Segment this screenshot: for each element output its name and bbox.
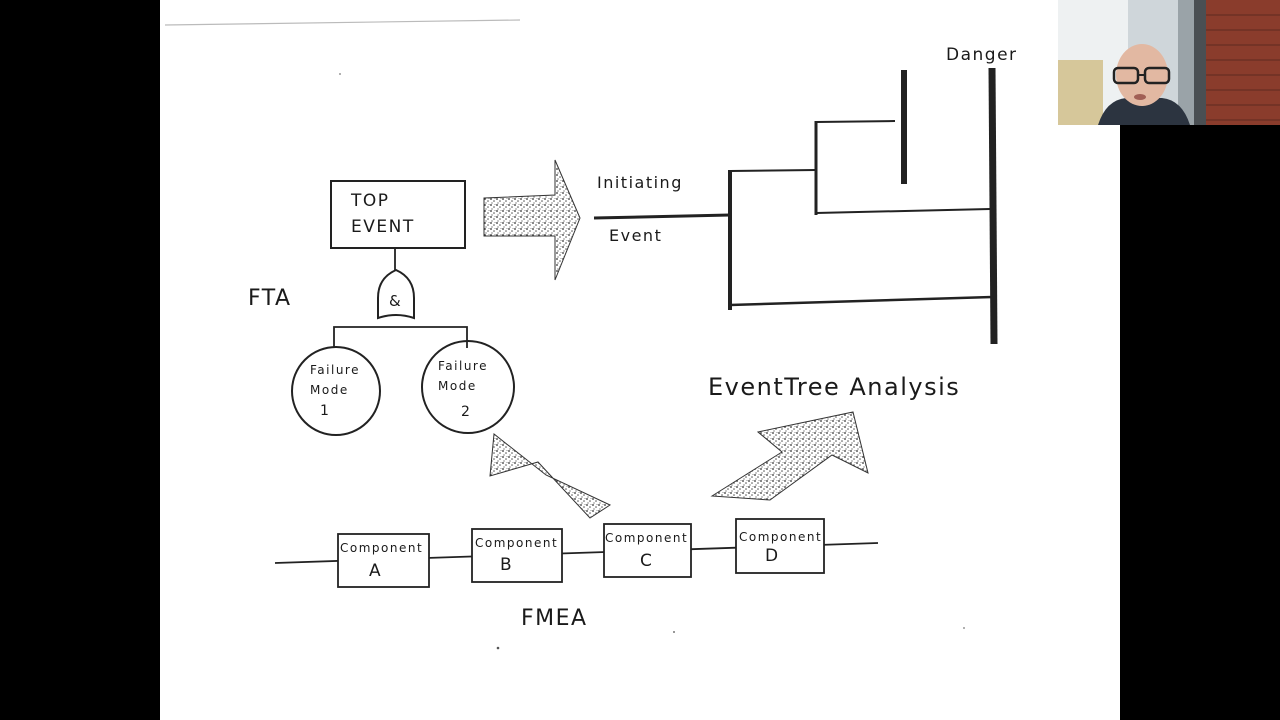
scan-speck <box>673 631 675 633</box>
presenter-webcam-icon <box>1058 0 1280 125</box>
fmea-group: Component A Component B Component C Comp… <box>274 518 879 631</box>
danger-label: Danger <box>946 45 1018 65</box>
component-box <box>471 528 563 583</box>
component-letter: D <box>765 546 780 566</box>
initiating-label: Initiating <box>597 173 683 192</box>
top-event-line1: TOP <box>350 191 390 211</box>
scan-speck <box>496 646 500 650</box>
danger-bar <box>988 67 998 345</box>
stippled-arrow-up-left-icon <box>489 433 612 519</box>
connector-line <box>333 326 468 348</box>
branch-line <box>729 169 817 172</box>
component-name: Component <box>340 541 423 555</box>
failure-mode-number: 1 <box>320 403 330 419</box>
diagram-canvas: TOP EVENT & Failure Mode 1 Failure Mode … <box>164 19 1018 650</box>
event-tree-title: EventTree Analysis <box>708 373 960 401</box>
event-label: Event <box>609 226 662 245</box>
stippled-arrow-right-icon <box>483 159 581 281</box>
branch-line <box>815 208 991 214</box>
failure-mode-label: Mode <box>438 379 477 393</box>
initiating-event-line <box>593 213 731 220</box>
top-event-box <box>330 180 466 249</box>
component-letter: B <box>500 555 513 575</box>
component-letter: A <box>369 561 382 581</box>
component-box <box>603 523 692 578</box>
failure-mode-label: Mode <box>310 383 349 397</box>
branch-line <box>815 120 896 123</box>
fta-label: FTA <box>248 286 292 311</box>
scan-speck <box>339 73 341 75</box>
presenter-webcam-thumbnail <box>1058 0 1280 125</box>
and-gate-symbol: & <box>389 292 402 310</box>
stippled-arrow-up-right-icon <box>710 411 869 501</box>
component-name: Component <box>605 531 688 545</box>
failure-mode-label: Failure <box>438 359 488 373</box>
component-letter: C <box>640 551 653 571</box>
event-tree-group: Initiating Event Danger EventTree Analys… <box>593 45 1018 401</box>
component-name: Component <box>739 530 822 544</box>
component-box <box>735 518 825 574</box>
slide-page: TOP EVENT & Failure Mode 1 Failure Mode … <box>160 0 1120 720</box>
scan-edge <box>164 19 521 26</box>
top-event-line2: EVENT <box>351 217 415 237</box>
failure-mode-circle <box>421 340 515 434</box>
failure-mode-circle <box>291 346 381 436</box>
fta-group: TOP EVENT & Failure Mode 1 Failure Mode … <box>248 180 515 436</box>
scan-speck <box>963 627 965 629</box>
failure-mode-label: Failure <box>310 363 360 377</box>
component-name: Component <box>475 536 558 550</box>
and-gate-icon <box>377 268 415 320</box>
branch-line <box>729 295 993 307</box>
failure-mode-number: 2 <box>461 404 471 420</box>
component-box <box>337 533 430 588</box>
fmea-label: FMEA <box>521 606 588 631</box>
